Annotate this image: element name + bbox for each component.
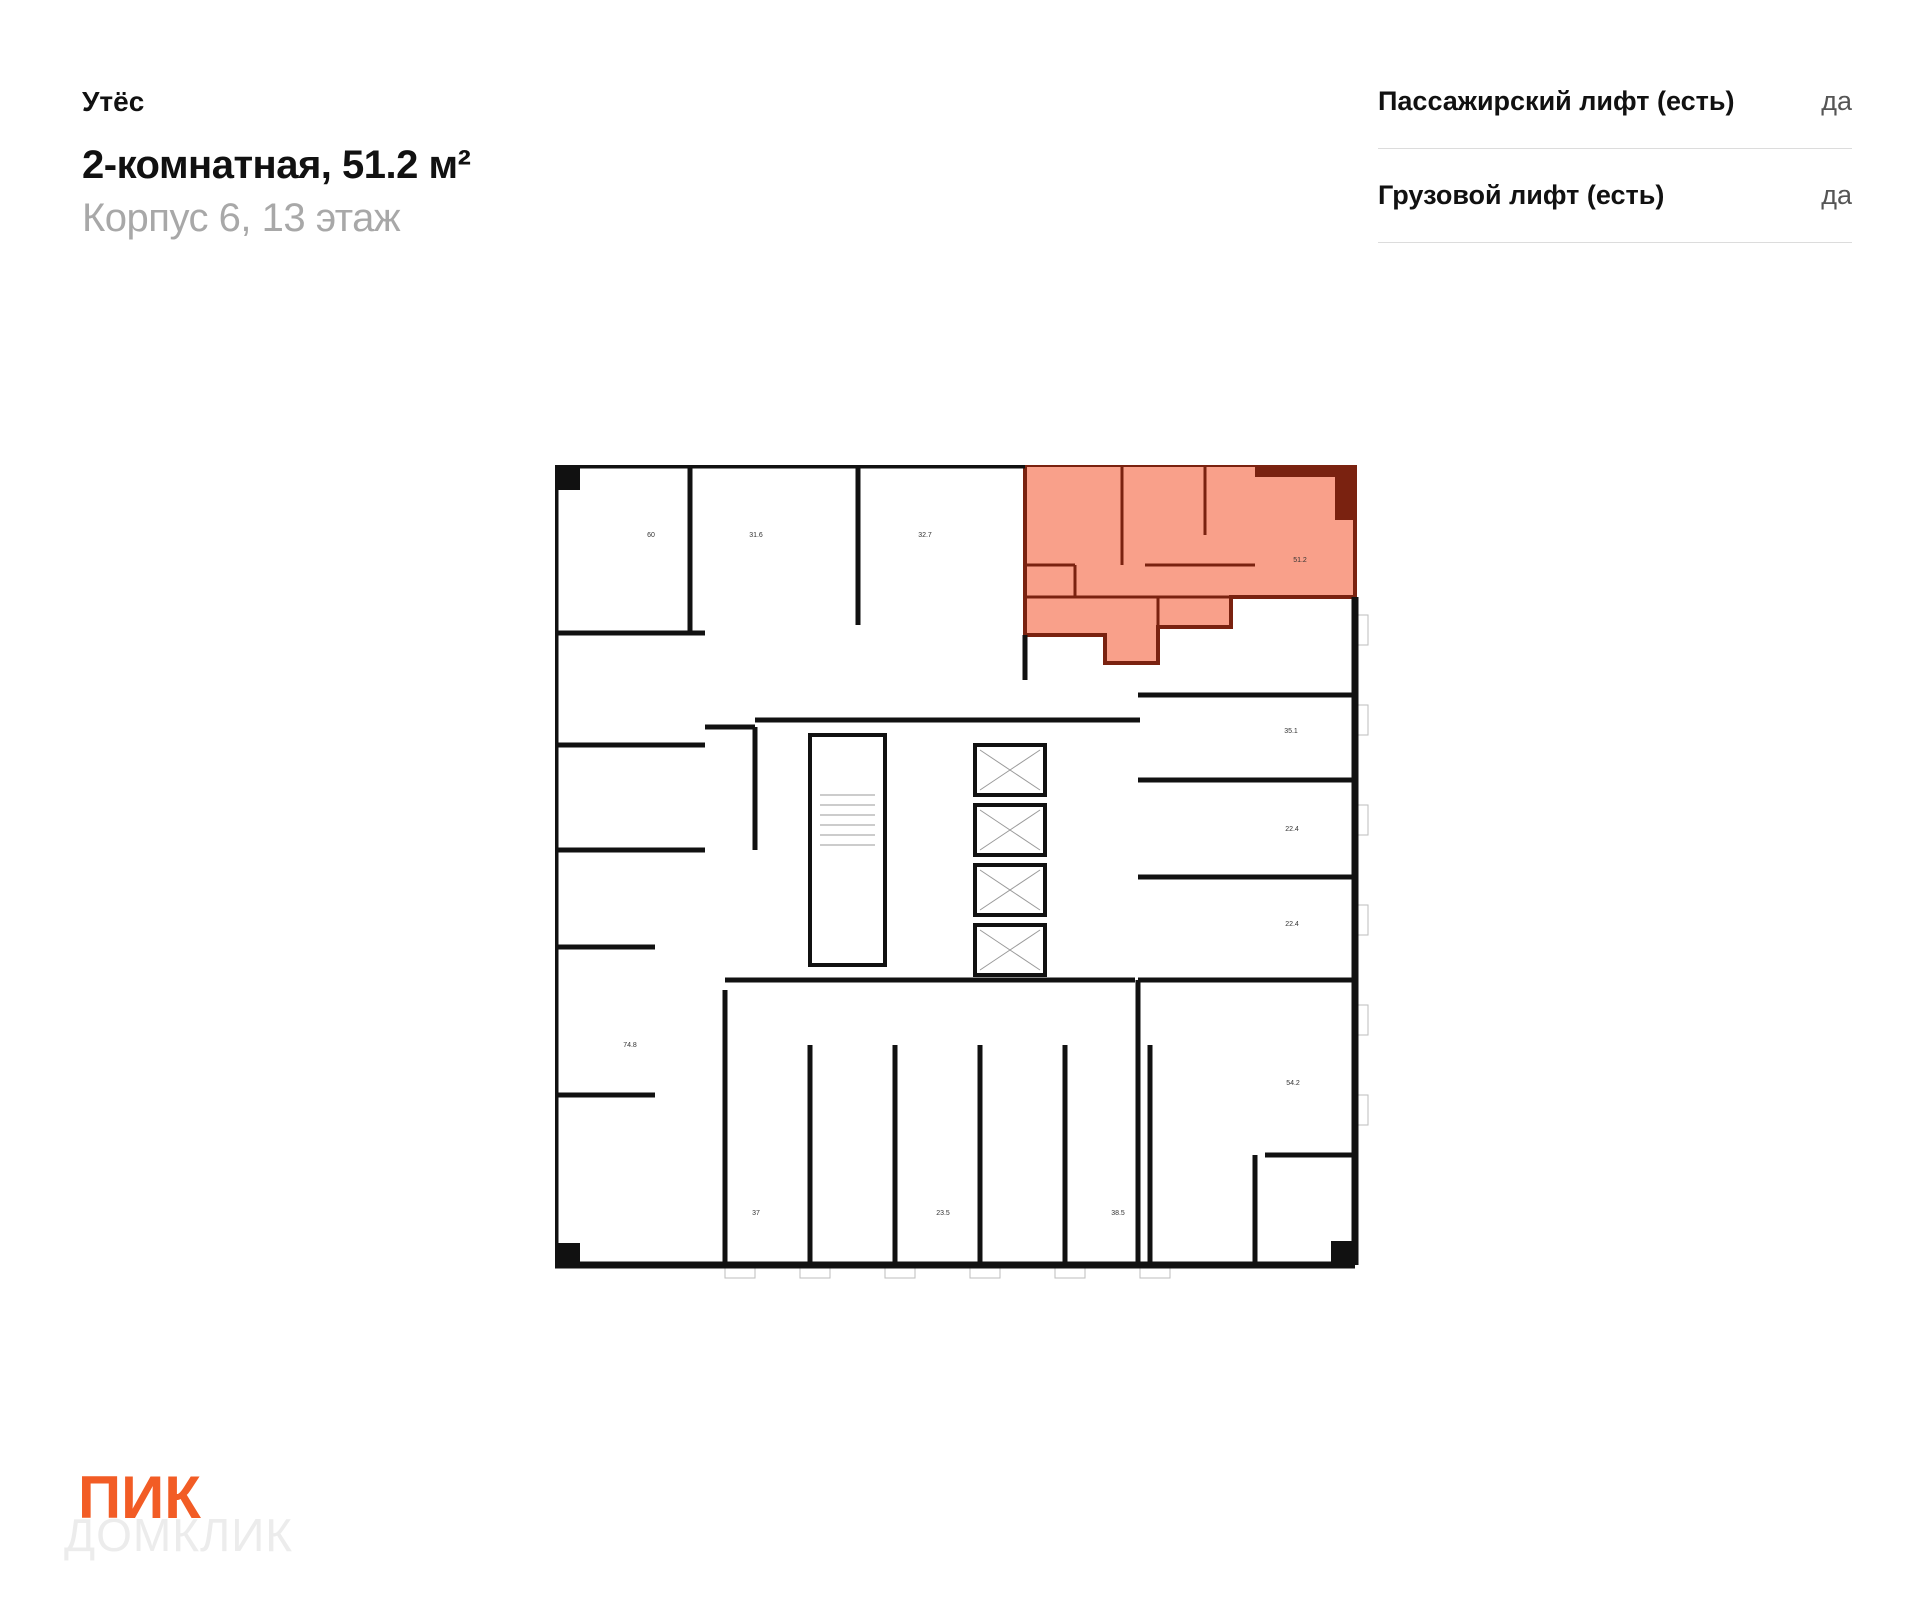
area-label: 22.4	[1285, 826, 1299, 833]
pik-logo-mark: ПИК	[78, 1464, 201, 1531]
complex-name: Утёс	[82, 86, 145, 117]
area-label: 22.4	[1285, 921, 1299, 928]
apartment-title: 2-комнатная, 51.2 м²	[82, 143, 471, 187]
area-label: 60	[647, 532, 655, 539]
pik-logo: ПИК	[78, 1464, 248, 1531]
area-label: 32.7	[918, 532, 932, 539]
feature-freight-lift: Грузовой лифт (есть) да	[1378, 149, 1852, 243]
feature-passenger-lift: Пассажирский лифт (есть) да	[1378, 55, 1852, 149]
area-label: 38.5	[1111, 1210, 1125, 1217]
pik-logo-text: ПИК	[78, 1470, 201, 1524]
area-label: 51.2	[1293, 557, 1307, 564]
area-label: 54.2	[1286, 1080, 1300, 1087]
domclick-watermark: ДОМКЛИК	[64, 1509, 294, 1561]
floor-plan: 60 31.6 32.7 51.2 35.1 22.4 22.4 54.2 74…	[555, 465, 1375, 1285]
area-label: 74.8	[623, 1042, 637, 1049]
feature-label: Пассажирский лифт (есть)	[1378, 86, 1735, 116]
features-list: Пассажирский лифт (есть) да Грузовой лиф…	[1378, 55, 1852, 243]
feature-label: Грузовой лифт (есть)	[1378, 180, 1665, 210]
area-label: 37	[752, 1210, 760, 1217]
building-floor: Корпус 6, 13 этаж	[82, 196, 401, 240]
feature-value: да	[1821, 180, 1852, 210]
area-label: 31.6	[749, 532, 763, 539]
building-core	[808, 733, 1047, 977]
area-label: 23.5	[936, 1210, 950, 1217]
area-label: 35.1	[1284, 728, 1298, 735]
feature-value: да	[1821, 86, 1852, 116]
floor-plan-svg: 60 31.6 32.7 51.2 35.1 22.4 22.4 54.2 74…	[555, 465, 1369, 1279]
